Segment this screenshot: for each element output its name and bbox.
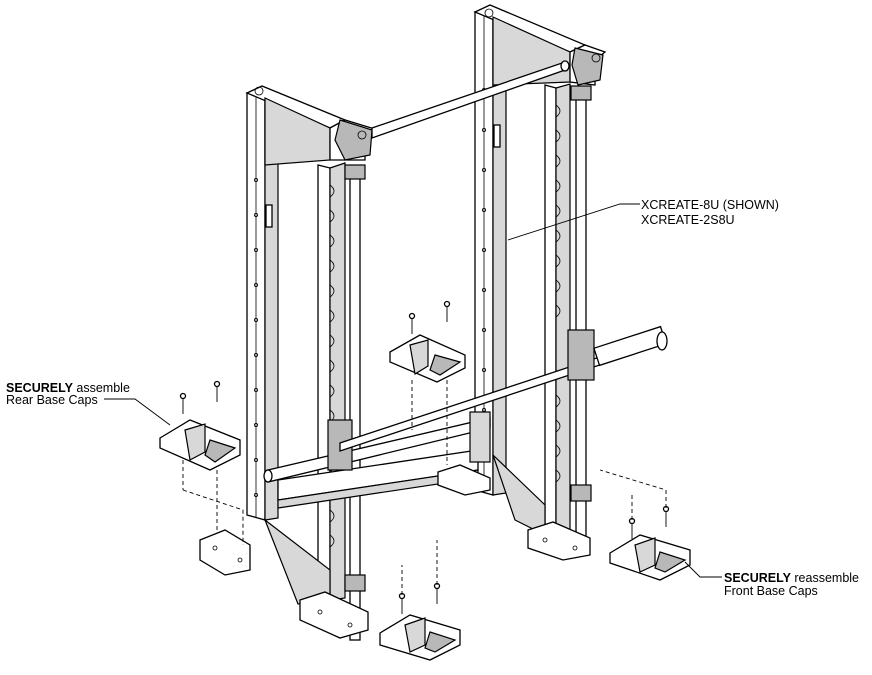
front-caps-emphasis: SECURELY	[724, 571, 792, 585]
base-gussets	[199, 454, 591, 639]
left-top-beam	[245, 85, 380, 166]
front-left-base-cap	[379, 614, 461, 661]
front-caps-label-line1: SECURELY reassemble	[724, 571, 859, 585]
rear-caps-label-line2: Rear Base Caps	[6, 393, 98, 407]
front-left-upright	[317, 162, 346, 601]
front-caps-label-line2: Front Base Caps	[724, 584, 818, 598]
rear-caps-leader-line	[104, 398, 171, 426]
model-label-line1: XCREATE-8U (SHOWN)	[641, 198, 779, 212]
smith-barbell	[339, 325, 668, 452]
alignment-lines	[182, 380, 667, 595]
rear-caps-emphasis: SECURELY	[6, 381, 74, 395]
top-pull-up-bar	[371, 60, 570, 139]
front-caps-rest: reassemble	[791, 571, 859, 585]
right-guide-rod	[570, 85, 592, 546]
left-guide-rod	[344, 164, 366, 641]
rear-center-base-cap	[389, 334, 466, 383]
rear-caps-rest: assemble	[73, 381, 130, 395]
front-right-upright	[544, 83, 571, 536]
rear-left-base-cap	[159, 419, 241, 471]
model-label-line2: XCREATE-2S8U	[641, 213, 735, 227]
front-right-base-cap	[609, 534, 691, 581]
lower-bar	[263, 411, 491, 483]
front-caps-leader-line	[684, 561, 722, 578]
rear-caps-label-line1: SECURELY assemble	[6, 381, 130, 395]
model-leader-line	[507, 203, 640, 241]
